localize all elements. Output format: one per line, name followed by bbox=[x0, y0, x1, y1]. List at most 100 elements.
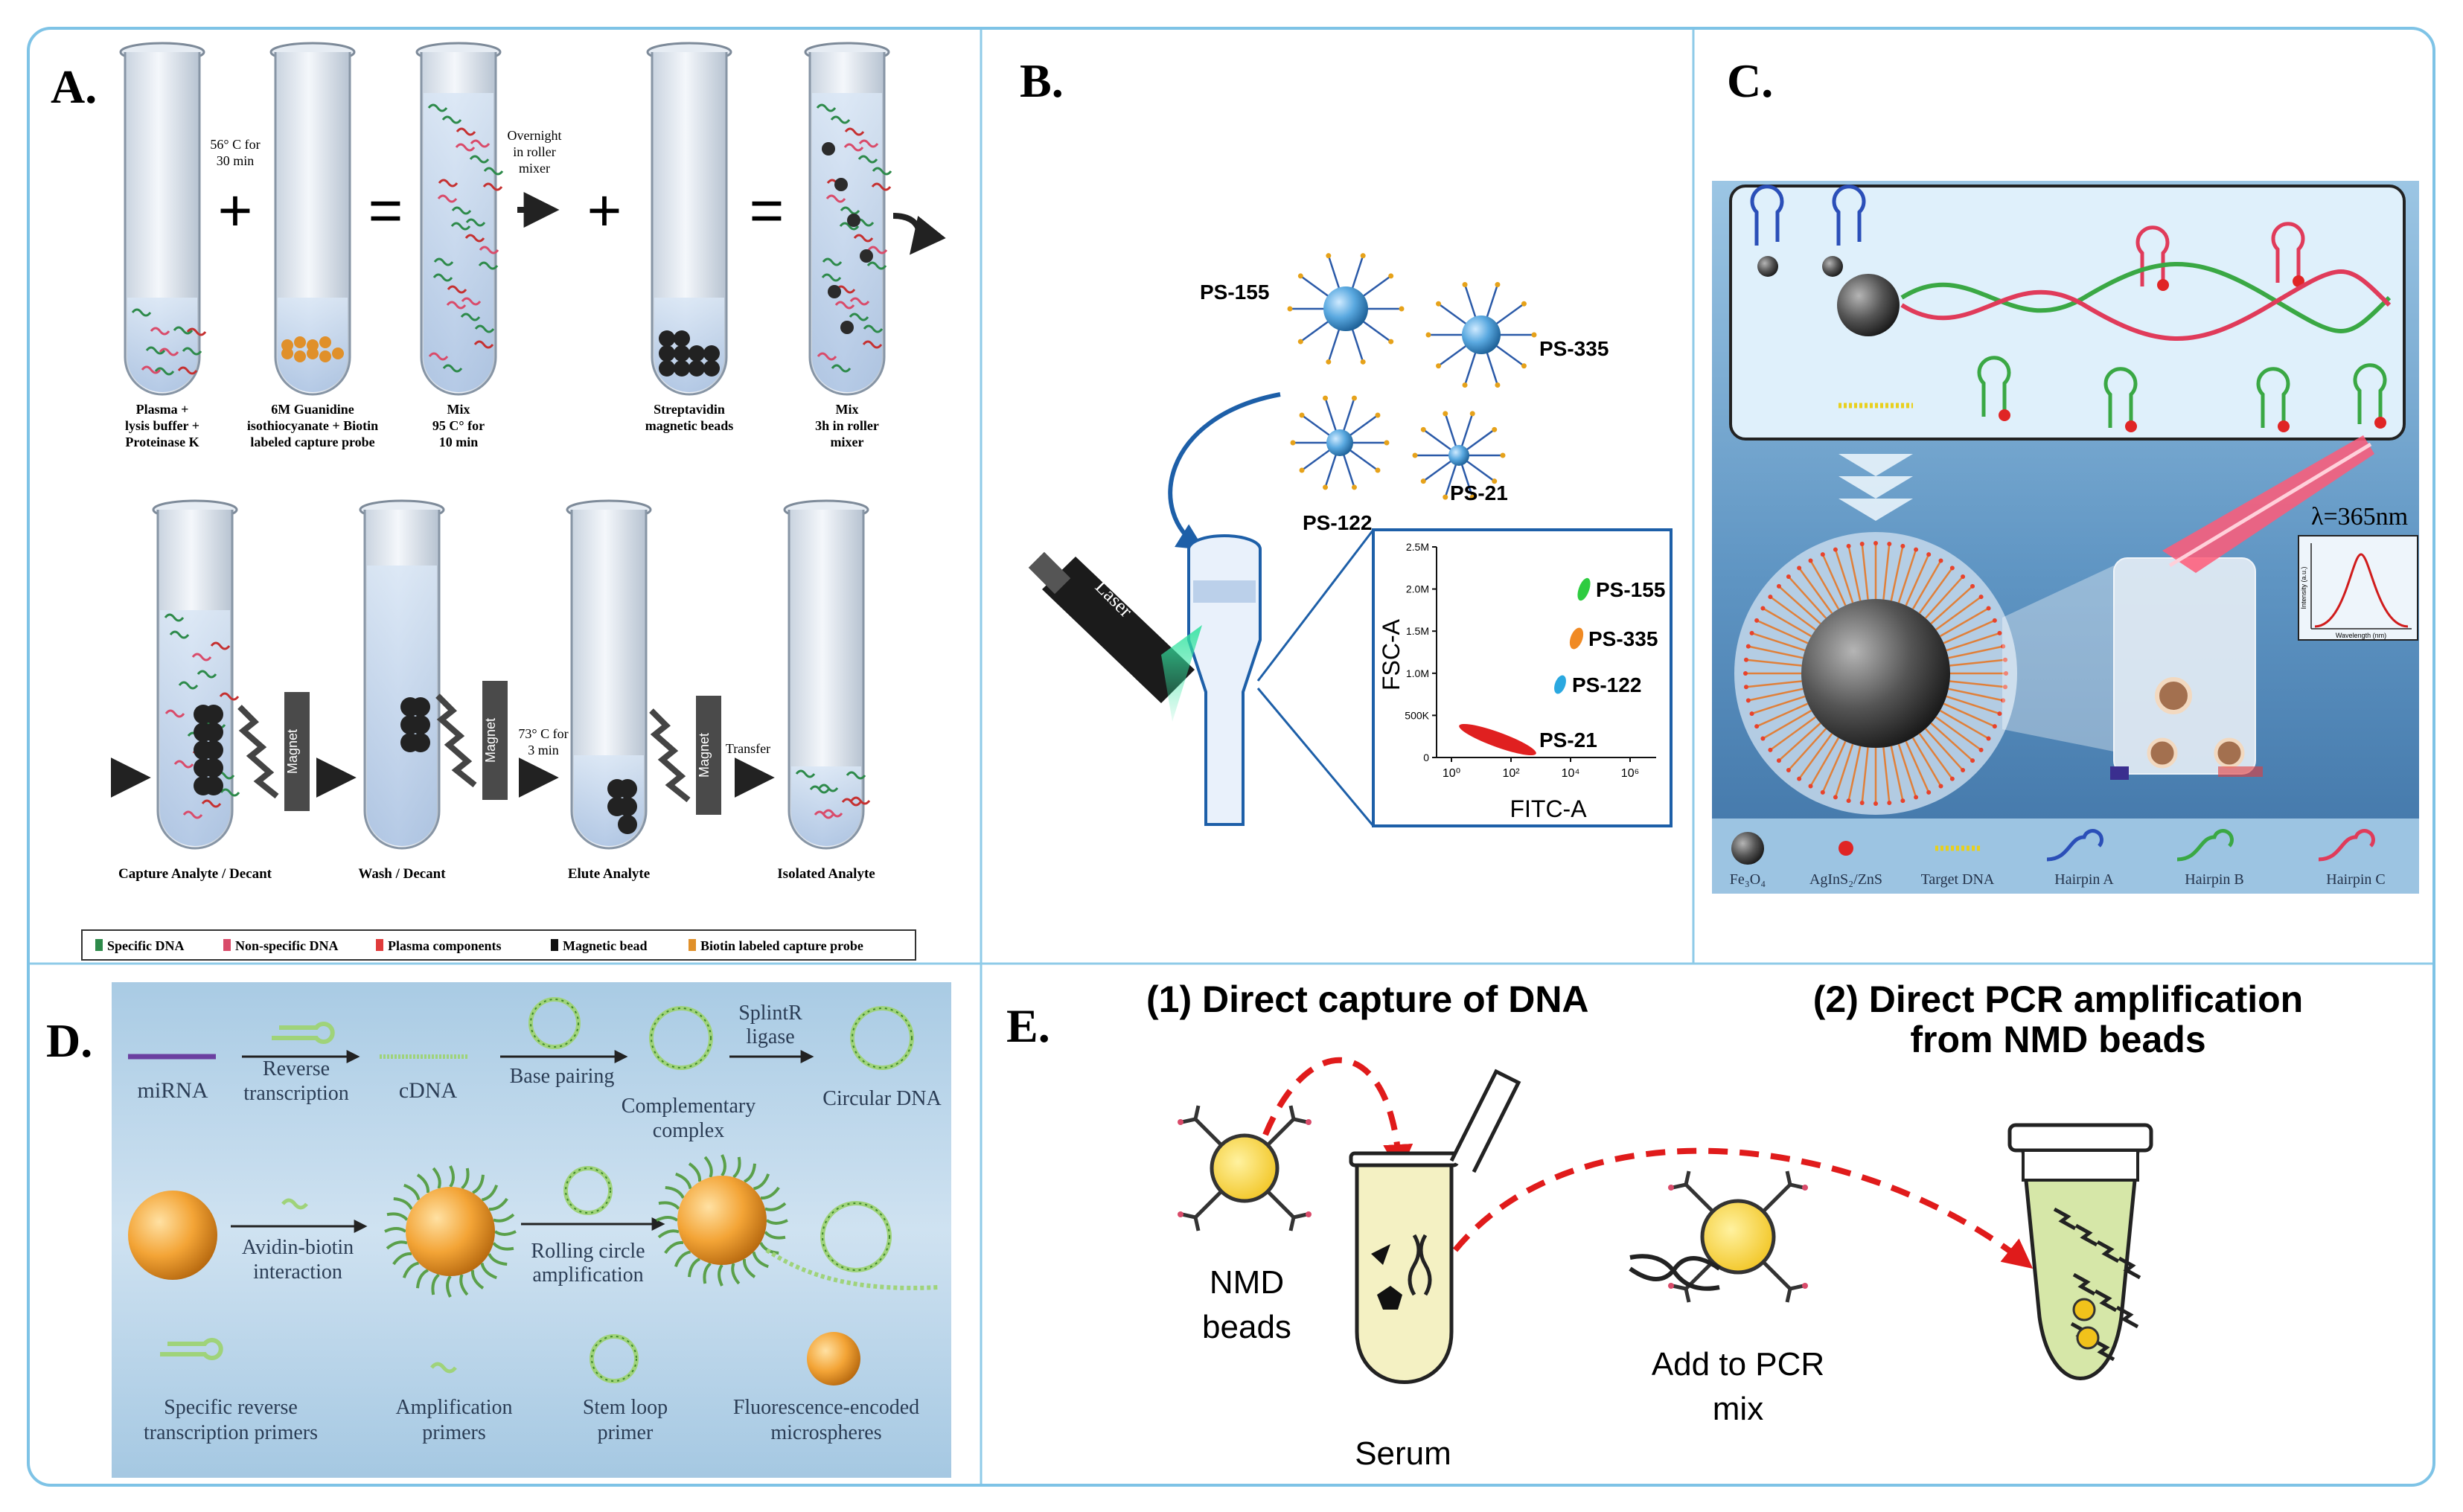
rt-label-line1: Reverse bbox=[263, 1057, 330, 1080]
nmd-bead-start bbox=[1178, 1105, 1312, 1231]
bead-primer bbox=[493, 1230, 517, 1236]
dna-strand bbox=[866, 261, 887, 270]
pcr-tube-cap bbox=[2007, 1123, 2153, 1153]
dna-strand bbox=[474, 324, 495, 333]
x-tick-label: 10² bbox=[1502, 767, 1520, 780]
tube-bottom-4 bbox=[783, 499, 871, 850]
probe-tip bbox=[1420, 478, 1426, 484]
antibody-arm bbox=[1193, 1217, 1201, 1231]
dna-helix-icon bbox=[1419, 1234, 1432, 1296]
surface-strand bbox=[1778, 722, 1821, 762]
antibody-arm bbox=[1293, 1117, 1308, 1124]
strand-tip bbox=[1749, 711, 1754, 717]
strand-tip bbox=[1978, 747, 1984, 752]
hairpin-b-4 bbox=[2353, 363, 2387, 429]
tube-top-label: Mix bbox=[836, 402, 859, 417]
legend-hairpin-icon bbox=[2318, 829, 2375, 862]
antibody-arm bbox=[1684, 1288, 1691, 1303]
probe-tip bbox=[1326, 359, 1332, 365]
strand-tip bbox=[1873, 541, 1878, 545]
magnetic-field-icon bbox=[435, 693, 477, 788]
tube-top-label: magnetic beads bbox=[645, 418, 734, 433]
dna-strand bbox=[182, 810, 203, 819]
bead-primer bbox=[459, 1274, 469, 1296]
surface-strand bbox=[1834, 549, 1854, 603]
pcr-nmd-bead bbox=[2072, 1298, 2096, 1322]
strand-tip bbox=[1768, 747, 1773, 752]
probe-tip bbox=[1462, 281, 1468, 287]
dna-strand bbox=[177, 366, 198, 375]
bead-primer bbox=[731, 1263, 741, 1285]
circular-dna-ring-ticks bbox=[852, 1008, 913, 1069]
hairpin-qd bbox=[2278, 420, 2290, 432]
released-dna-icon bbox=[1629, 1256, 1721, 1281]
population-cluster bbox=[1554, 675, 1566, 694]
panel-b-letter: B. bbox=[1020, 54, 1064, 107]
bead-ps-21: PS-21 bbox=[1412, 411, 1508, 504]
plot-xlabel: FITC-A bbox=[1510, 795, 1587, 822]
dna-strand bbox=[460, 313, 481, 321]
equals-symbol-1: = bbox=[368, 177, 403, 243]
population-cluster bbox=[1459, 723, 1536, 756]
antibody-arm bbox=[1293, 1212, 1308, 1220]
bead-primer bbox=[386, 1212, 409, 1221]
strand-tip bbox=[1949, 776, 1955, 781]
surface-strand bbox=[1949, 659, 2006, 667]
magnet-2: Magnet bbox=[435, 681, 508, 800]
probe-tip bbox=[1375, 467, 1381, 473]
probe-tip bbox=[1388, 273, 1394, 279]
tube-labels-top: Plasma +lysis buffer +Proteinase K6M Gua… bbox=[125, 402, 879, 449]
capture-probe-bead bbox=[294, 336, 306, 348]
dna-strand bbox=[173, 326, 194, 335]
tube-top-label: isothiocyanate + Biotin bbox=[247, 418, 378, 433]
dna-strand bbox=[201, 799, 222, 808]
nmd-label-line1: NMD bbox=[1210, 1264, 1284, 1301]
bead-primer bbox=[765, 1219, 788, 1225]
bead-primer bbox=[688, 1162, 702, 1182]
dna-strand bbox=[191, 653, 212, 662]
tube-bottom-label: Elute Analyte bbox=[568, 866, 650, 882]
bead-primer bbox=[488, 1197, 508, 1211]
antibody-tip bbox=[1306, 1211, 1312, 1217]
hairpin-qd bbox=[2125, 420, 2137, 432]
dna-strand bbox=[164, 613, 185, 622]
elute-note-line2: 3 min bbox=[528, 743, 559, 757]
tube-top-label: Proteinase K bbox=[125, 435, 199, 449]
surface-strand bbox=[1890, 545, 1904, 601]
strand-tip bbox=[1949, 566, 1955, 571]
strand-tip bbox=[1797, 776, 1802, 781]
bead-primer bbox=[432, 1167, 441, 1189]
strand-tip bbox=[1786, 574, 1791, 579]
equals-symbol-2: = bbox=[750, 177, 785, 243]
probe-tip bbox=[1521, 301, 1527, 307]
hairpin-qd bbox=[2374, 417, 2386, 429]
dna-strand bbox=[220, 788, 240, 797]
population-label: PS-335 bbox=[1588, 627, 1658, 650]
strand-tip bbox=[1754, 618, 1760, 623]
dna-strand bbox=[186, 327, 207, 336]
surface-strand bbox=[1821, 554, 1847, 606]
amp-primer-icon bbox=[281, 1198, 308, 1210]
legend-hairpin-icon bbox=[2046, 829, 2103, 862]
tube-top-label: lysis buffer + bbox=[125, 418, 199, 433]
pcr-tube-neck bbox=[2022, 1149, 2139, 1182]
strand-tip bbox=[1749, 630, 1754, 635]
x-tick-label: 10⁰ bbox=[1443, 767, 1460, 780]
population-label: PS-155 bbox=[1596, 578, 1665, 601]
strand-tip bbox=[1926, 552, 1932, 557]
dna-strand bbox=[427, 103, 448, 112]
antibody-tip bbox=[1178, 1211, 1183, 1217]
antibody-tip bbox=[1178, 1119, 1183, 1125]
probe-tip bbox=[1469, 494, 1475, 500]
surface-strand bbox=[1834, 743, 1854, 798]
magnetic-bead bbox=[674, 360, 690, 377]
x-tick-label: 10⁶ bbox=[1621, 767, 1639, 780]
dna-strand bbox=[867, 246, 888, 254]
amplicon-icon bbox=[2094, 1289, 2118, 1313]
dna-strand bbox=[154, 367, 175, 376]
dna-strand bbox=[219, 692, 240, 701]
antibody-arm bbox=[1193, 1105, 1201, 1120]
panel-a: A. Plasma +lysis buffer +Proteinase K6M … bbox=[51, 42, 946, 961]
dna-strand bbox=[822, 809, 843, 818]
heat-note-line2: 30 min bbox=[217, 153, 255, 168]
